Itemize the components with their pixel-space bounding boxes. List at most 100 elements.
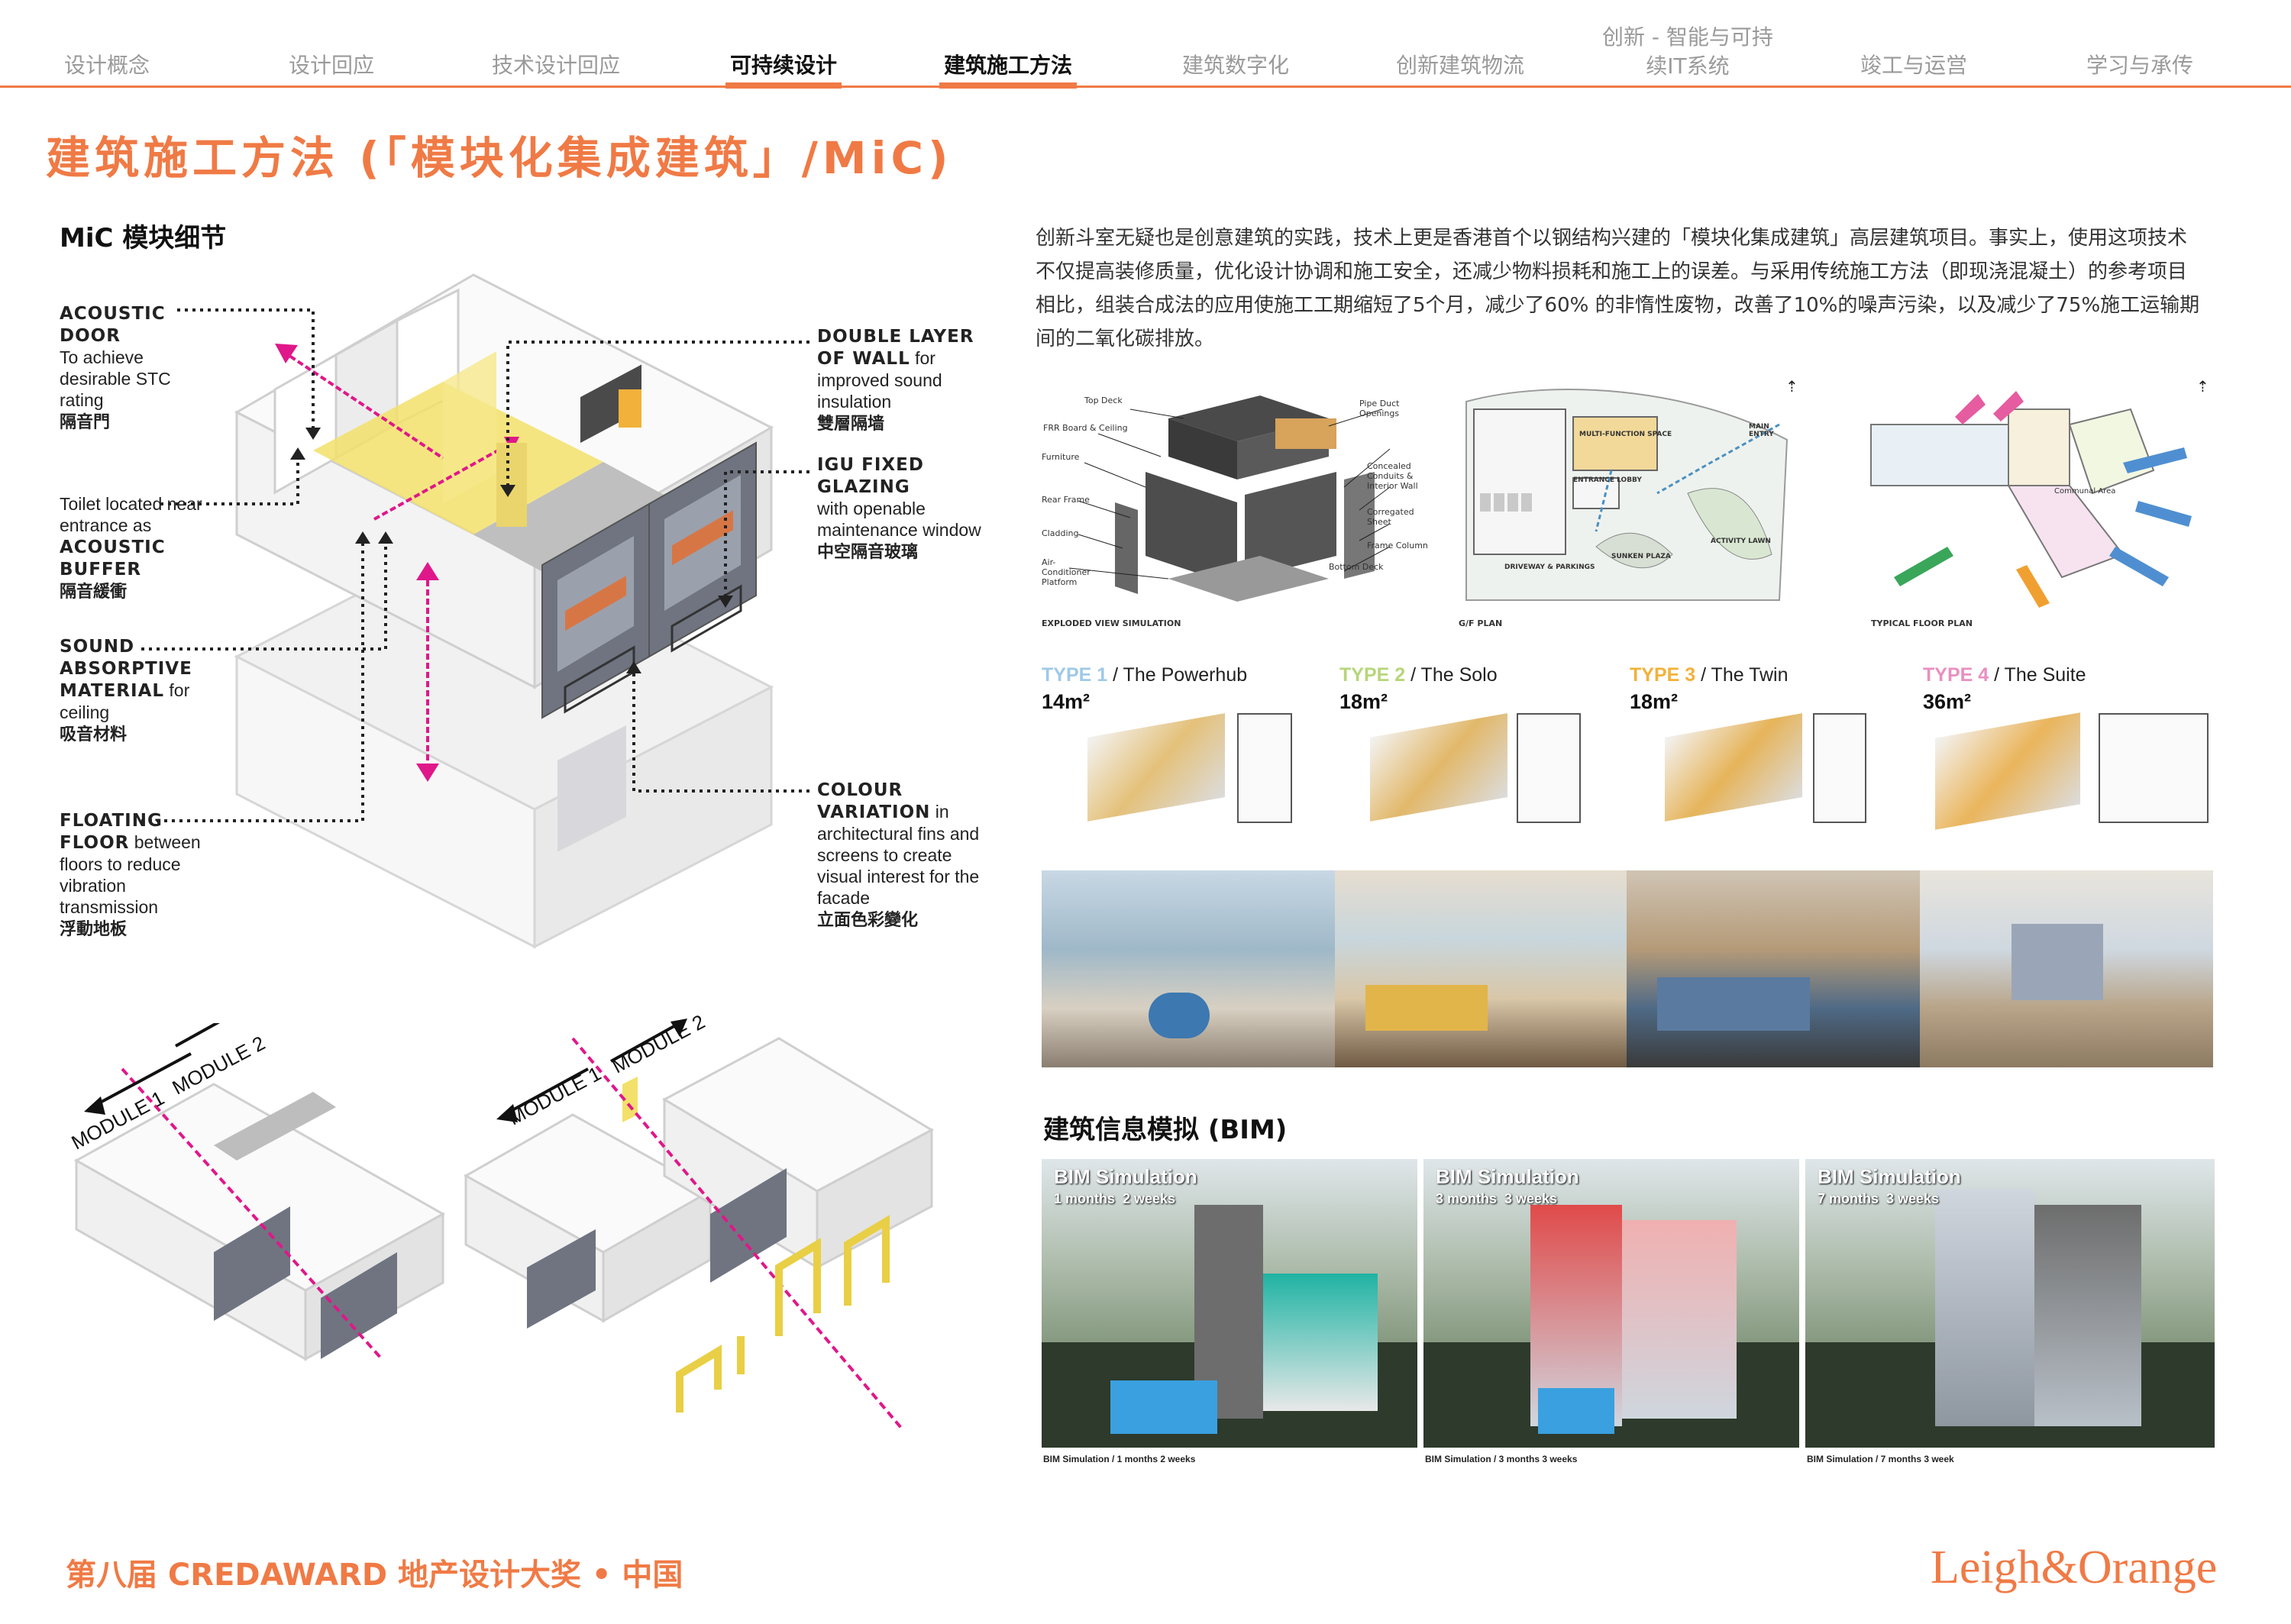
typical-floor-plan-diagram: [1870, 391, 2192, 608]
exploded-label: Cladding: [1042, 528, 1079, 538]
exploded-label: Bottom Deck: [1329, 562, 1384, 572]
exploded-label: Furniture: [1042, 452, 1080, 462]
callout-zh: 立面色彩變化: [817, 911, 919, 930]
intro-paragraph: 创新斗室无疑也是创意建筑的实践，技术上更是香港首个以钢结构兴建的「模块化集成建筑…: [1036, 227, 2200, 350]
interior-photo-solo: [1335, 870, 1627, 1067]
gf-label: DRIVEWAY & PARKINGS: [1504, 563, 1595, 571]
nav-tab-label: 竣工与运営: [1860, 53, 1968, 78]
gf-label: MULTI-FUNCTION SPACE: [1579, 431, 1672, 438]
typ-plan-label: Communal Area: [2054, 487, 2116, 496]
callout-acoustic-buffer: Toilet located near entrance as ACOUSTIC…: [60, 493, 212, 603]
unit-type-1-iso-render: [1087, 713, 1225, 822]
callout-title: ACOUSTIC BUFFER: [60, 538, 166, 580]
callout-title: DOUBLE LAYER OF WALL: [817, 327, 974, 369]
callout-zh: 隔音門: [60, 413, 111, 432]
gf-label: ACTIVITY LAWN: [1711, 538, 1771, 545]
exploded-label: Top Deck: [1084, 396, 1123, 405]
callout-igu-glazing: IGU FIXED GLAZING with openable maintena…: [817, 454, 1000, 563]
unit-type-3-iso-render: [1665, 713, 1802, 822]
bean-bag-shape: [1149, 993, 1210, 1038]
tower-wing-shape: [2034, 1205, 2141, 1426]
unit-type-4-iso-render: [1935, 712, 2080, 830]
bim-panel-title: BIM Simulation: [1818, 1165, 1961, 1188]
page-title: 建筑施工方法 (「模块化集成建筑」/MiC): [46, 132, 953, 184]
exploded-label: Frame Column: [1367, 541, 1428, 550]
nav-tab-label: 可持续设计: [730, 53, 838, 78]
callout-zh: 浮動地板: [60, 920, 128, 939]
gf-label: MAIN ENTRY: [1749, 423, 1774, 438]
nav-tab-label: 创新建筑物流: [1396, 53, 1525, 78]
tower-core-shape: [1935, 1190, 2034, 1426]
unit-type-4-label: TYPE 4 / The Suite: [1923, 664, 2086, 686]
nav-tab-design-concept[interactable]: 设计概念: [64, 49, 150, 79]
callout-leader-lines: [141, 308, 809, 822]
unit-type-2-iso-render: [1370, 713, 1507, 822]
interior-photo-suite: [1920, 870, 2213, 1067]
bim-caption-2: BIM Simulation / 3 months 3 weeks: [1425, 1454, 1578, 1464]
nav-tab-sustainable-design[interactable]: 可持续设计: [725, 49, 842, 89]
nav-tab-label: 建筑施工方法: [944, 53, 1073, 78]
unit-type-code: TYPE 4: [1923, 664, 1989, 686]
exploded-label: Rear Frame: [1042, 495, 1090, 505]
callout-acoustic-door: ACOUSTIC DOOR To achieve desirable STC r…: [60, 302, 205, 434]
callout-text: in architectural fins and screens to cre…: [817, 802, 980, 908]
module-assembly-diagram-joined: [73, 1023, 446, 1361]
callout-zh: 雙層隔墙: [817, 415, 885, 434]
nav-tab-logistics[interactable]: 创新建筑物流: [1396, 49, 1524, 79]
callout-title: ACOUSTIC DOOR: [60, 304, 166, 346]
unit-types-row: TYPE 1 / The Powerhub 14m² TYPE 2 / The …: [1042, 664, 2218, 840]
callout-double-wall: DOUBLE LAYER OF WALL for improved sound …: [817, 325, 1000, 435]
gf-caption: G/F PLAN: [1459, 618, 1503, 628]
unit-type-1-label: TYPE 1 / The Powerhub: [1042, 664, 1247, 686]
nav-tab-label: 技术设计回应: [492, 53, 621, 78]
tower-wing-shape: [1622, 1220, 1737, 1419]
unit-type-4-plan: [2099, 713, 2209, 823]
unit-type-2-area: 18m²: [1339, 690, 1388, 713]
nav-divider: [0, 86, 2291, 88]
nav-tab-technical-response[interactable]: 技术设计回应: [492, 49, 620, 79]
callout-zh: 吸音材料: [60, 725, 128, 744]
bim-panel-1: BIM Simulation 1 months 2 weeks: [1042, 1159, 1417, 1448]
nav-tab-completion[interactable]: 竣工与运営: [1860, 49, 1967, 79]
gf-plan-diagram: [1459, 379, 1795, 608]
unit-type-name: / The Solo: [1405, 664, 1498, 686]
bim-panel-title: BIM Simulation: [1054, 1165, 1197, 1188]
tower-wing-shape: [1263, 1274, 1378, 1411]
unit-type-code: TYPE 1: [1042, 664, 1108, 686]
callout-zh: 中空隔音玻璃: [817, 543, 919, 562]
bim-panel-title: BIM Simulation: [1436, 1165, 1579, 1188]
nav-tab-digitalization[interactable]: 建筑数字化: [1182, 49, 1289, 79]
callout-text: Toilet located near entrance as: [60, 494, 202, 535]
callout-text: between floors to reduce vibration trans…: [60, 832, 201, 917]
unit-type-2-label: TYPE 2 / The Solo: [1339, 664, 1498, 686]
mic-section-heading: MiC 模块细节: [60, 223, 227, 253]
nav-tab-label: 创新 - 智能与可持: [1602, 24, 1773, 50]
nav-tab-learning[interactable]: 学习与承传: [2086, 49, 2193, 79]
nav-tab-smart-it[interactable]: 创新 - 智能与可持续IT系统: [1602, 23, 1773, 81]
unit-type-name: / The Twin: [1695, 664, 1789, 686]
bim-caption-1: BIM Simulation / 1 months 2 weeks: [1043, 1454, 1196, 1464]
unit-type-3-area: 18m²: [1630, 690, 1679, 713]
callout-title: FLOATING FLOOR: [60, 811, 163, 853]
exploded-label: Concealed Conduits & Interior Wall: [1367, 461, 1418, 491]
bim-panel-subtitle: 7 months 3 weeks: [1818, 1191, 1940, 1206]
unit-type-name: / The Powerhub: [1107, 664, 1248, 686]
mic-module-isometric-illustration: [234, 273, 774, 949]
nav-tab-construction-method[interactable]: 建筑施工方法: [939, 49, 1078, 89]
callout-title: COLOUR VARIATION: [817, 780, 931, 822]
top-navigation: 设计概念 设计回应 技术设计回应 可持续设计 建筑施工方法 建筑数字化 创新建筑…: [0, 0, 2291, 89]
nav-tab-label: 学习与承传: [2086, 53, 2194, 78]
bim-panel-3: BIM Simulation 7 months 3 weeks: [1805, 1159, 2215, 1448]
callout-text: with openable maintenance window: [817, 499, 981, 540]
callout-text: for ceiling: [60, 680, 190, 722]
exploded-view-diagram: [1068, 396, 1391, 602]
bim-panel-subtitle: 1 months 2 weeks: [1054, 1191, 1176, 1206]
unit-type-3-label: TYPE 3 / The Twin: [1630, 664, 1789, 686]
callout-text: for improved sound insulation: [817, 348, 942, 412]
callout-colour-variation: COLOUR VARIATION in architectural fins a…: [817, 779, 1000, 931]
nav-tab-design-response[interactable]: 设计回应: [289, 49, 374, 79]
callout-title: IGU FIXED GLAZING: [817, 455, 924, 497]
exploded-label: Pipe Duct Openings: [1359, 399, 1400, 418]
bed-shape: [1365, 985, 1488, 1031]
typical-floor-plan-caption: TYPICAL FLOOR PLAN: [1871, 618, 1973, 628]
